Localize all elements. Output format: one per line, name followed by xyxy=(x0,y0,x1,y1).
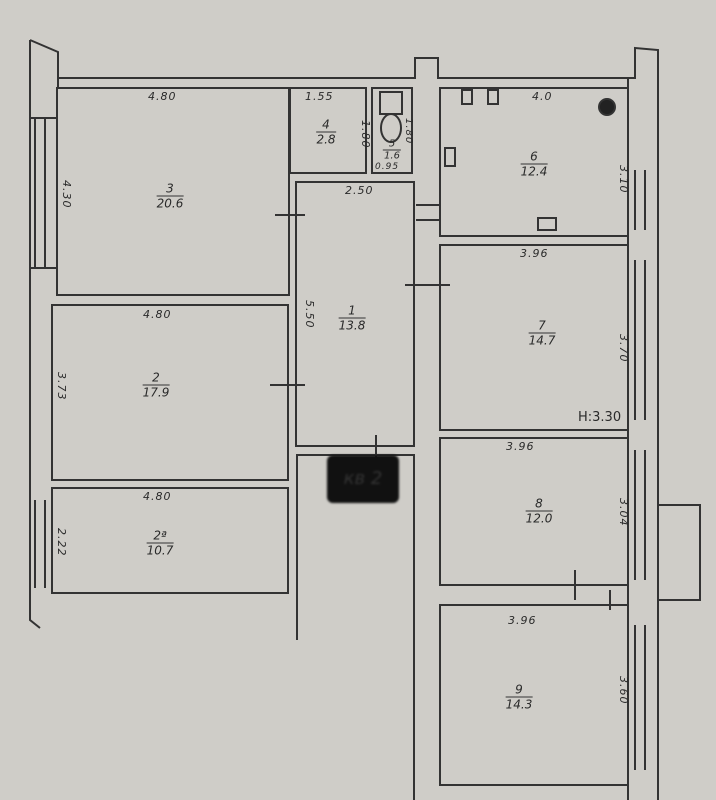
dim-room2a-width: 4.80 xyxy=(143,490,172,503)
dim-room1-width: 2.50 xyxy=(345,184,374,197)
room-area: 10.7 xyxy=(146,543,174,558)
dim-room6-length: 3.10 xyxy=(617,165,630,194)
dim-room3-length: 4.30 xyxy=(60,180,73,209)
room-area: 1.6 xyxy=(384,150,400,162)
dim-room8-length: 3.04 xyxy=(617,498,630,527)
room-number: 2ª xyxy=(146,529,174,544)
apartment-label-redacted: кв 2 xyxy=(327,455,399,503)
room-number: 7 xyxy=(528,319,556,334)
room-area: 12.0 xyxy=(525,511,553,526)
room-number: 8 xyxy=(525,497,553,512)
room-number: 9 xyxy=(505,683,533,698)
room-area: 14.7 xyxy=(528,333,556,348)
room-number: 2 xyxy=(142,371,170,386)
dim-room9-width: 3.96 xyxy=(508,614,537,627)
dim-room4-width: 1.55 xyxy=(305,90,334,103)
dim-room7-length: 3.70 xyxy=(617,334,630,363)
dim-room7-width: 3.96 xyxy=(520,247,549,260)
dim-room5-width: 0.95 xyxy=(375,162,400,172)
dim-room9-length: 3.60 xyxy=(617,676,630,705)
dim-room3-width: 4.80 xyxy=(148,90,177,103)
ceiling-height: H:3.30 xyxy=(578,410,622,425)
dim-room6-width: 4.0 xyxy=(532,90,553,103)
room-area: 12.4 xyxy=(520,164,548,179)
dim-room4-length: 1.80 xyxy=(359,120,372,149)
dim-room1-length: 5.50 xyxy=(303,300,316,329)
room-area: 2.8 xyxy=(316,132,336,147)
dim-room8-width: 3.96 xyxy=(506,440,535,453)
dim-room2-width: 4.80 xyxy=(143,308,172,321)
room-area: 17.9 xyxy=(142,385,170,400)
room-area: 20.6 xyxy=(156,196,184,211)
room-area: 14.3 xyxy=(505,697,533,712)
dim-room2a-length: 2.22 xyxy=(55,528,68,557)
dim-room5-length: 1.80 xyxy=(403,118,414,145)
room-number: 1 xyxy=(338,304,366,319)
room-number: 6 xyxy=(520,150,548,165)
room-number: 4 xyxy=(316,118,336,133)
room-number: 3 xyxy=(156,182,184,197)
room-number: 5 xyxy=(382,139,402,151)
room-area: 13.8 xyxy=(338,318,366,333)
dim-room2-length: 3.73 xyxy=(55,372,68,401)
